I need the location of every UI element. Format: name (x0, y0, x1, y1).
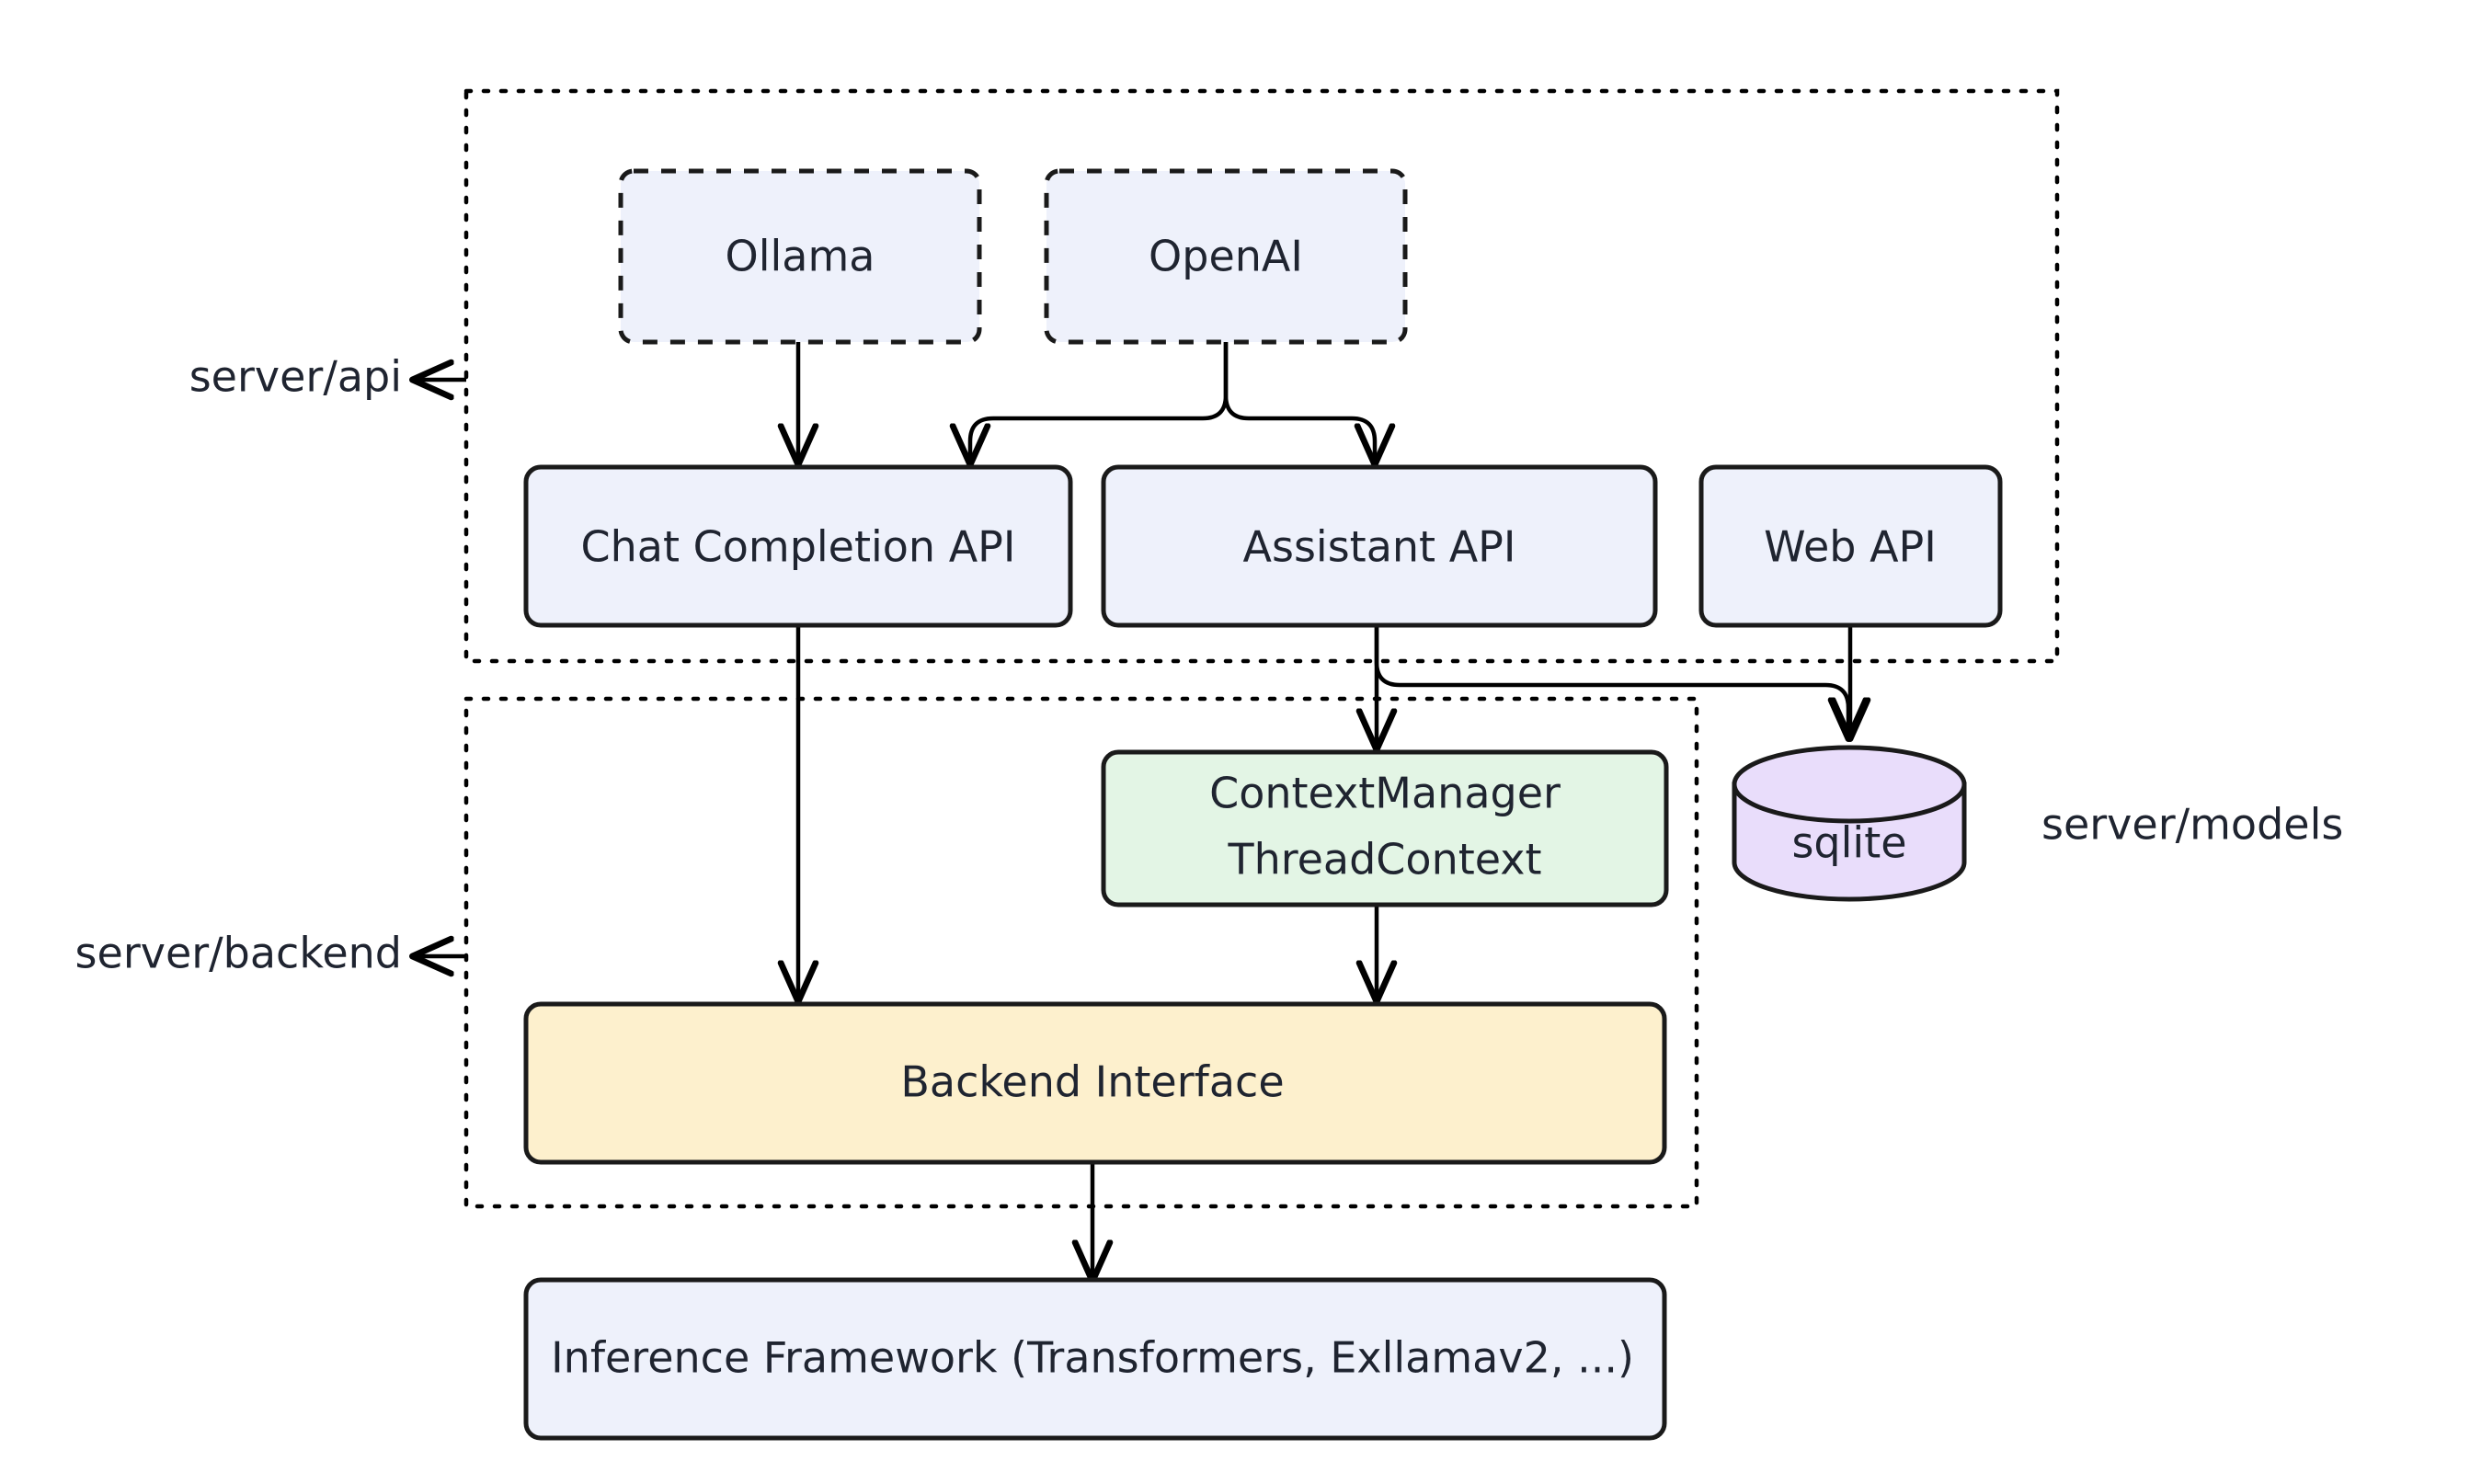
node-assistant-api-label: Assistant API (1243, 522, 1516, 572)
node-openai[interactable]: OpenAI (1044, 168, 1408, 345)
group-server-backend (463, 696, 1699, 1209)
node-openai-label: OpenAI (1149, 232, 1303, 281)
node-ollama-box (618, 168, 982, 345)
node-chat-completion-api-box (523, 464, 1073, 628)
node-context-manager-label-line1: ContextManager (1209, 769, 1561, 818)
node-web-api[interactable]: Web API (1698, 464, 2003, 628)
node-inference-framework-box (523, 1277, 1667, 1441)
group-label-server-backend: server/backend (75, 929, 402, 978)
node-assistant-api-box (1101, 464, 1658, 628)
node-ollama-label: Ollama (726, 232, 875, 281)
node-backend-interface[interactable]: Backend Interface (523, 1001, 1667, 1165)
node-chat-completion-api[interactable]: Chat Completion API (523, 464, 1073, 628)
node-sqlite[interactable]: sqlite (1732, 745, 1967, 902)
node-context-manager-box (1101, 749, 1669, 908)
node-openai-box (1044, 168, 1408, 345)
node-chat-completion-api-label: Chat Completion API (581, 522, 1016, 572)
node-backend-interface-box (523, 1001, 1667, 1165)
node-inference-framework[interactable]: Inference Framework (Transformers, Exlla… (523, 1277, 1667, 1441)
node-inference-framework-label: Inference Framework (Transformers, Exlla… (551, 1333, 1634, 1383)
node-assistant-api[interactable]: Assistant API (1101, 464, 1658, 628)
group-label-server-models: server/models (2041, 800, 2343, 850)
node-ollama[interactable]: Ollama (618, 168, 982, 345)
node-backend-interface-label: Backend Interface (900, 1057, 1284, 1107)
group-label-server-api: server/api (189, 352, 402, 402)
node-web-api-label: Web API (1764, 522, 1937, 572)
node-sqlite-top (1732, 745, 1967, 824)
node-context-manager-label-line2: ThreadContext (1227, 835, 1541, 885)
node-context-manager[interactable]: ContextManager ThreadContext (1101, 749, 1669, 908)
edge-openai-to-chat-completion (970, 342, 1229, 462)
edge-openai-to-assistant-api (1223, 342, 1375, 462)
group-server-api (463, 88, 2060, 664)
node-web-api-box (1698, 464, 2003, 628)
edge-assistant-api-to-sqlite (1374, 625, 1848, 736)
node-sqlite-label: sqlite (1791, 818, 1906, 868)
